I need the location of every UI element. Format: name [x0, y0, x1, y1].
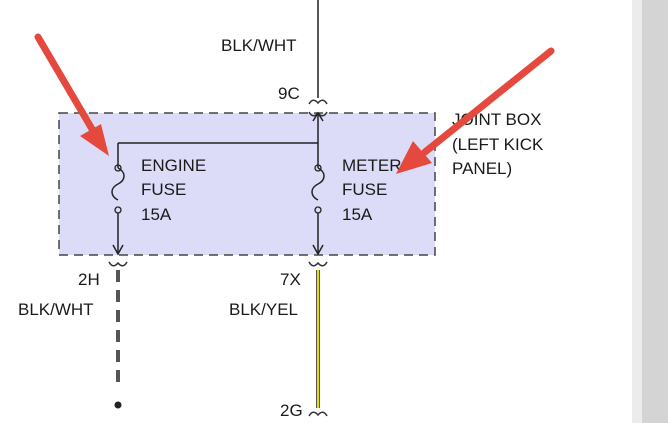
- wire-label-bottom: BLK/YEL: [229, 300, 298, 319]
- engine-fuse-arrow: [112, 244, 124, 256]
- connector-label-7x: 7X: [280, 270, 301, 289]
- meter-fuse-rating: 15A: [342, 205, 373, 224]
- connector-label-9c: 9C: [278, 84, 300, 103]
- meter-fuse-symbol: [311, 167, 325, 201]
- joint-box-label-line3: PANEL): [452, 159, 512, 178]
- connector-7x-symbol: [308, 261, 328, 267]
- page-border-shadow: [642, 0, 668, 423]
- top-bus-arrow: [312, 111, 324, 122]
- wire-dot: [114, 401, 122, 409]
- connector-2h-symbol: [108, 261, 128, 267]
- meter-fuse-name: METER: [342, 156, 402, 175]
- engine-fuse-symbol: [111, 167, 125, 201]
- joint-box-label-line2: (LEFT KICK: [452, 135, 544, 154]
- connector-label-2g: 2G: [280, 401, 303, 420]
- annotation-arrow-left: [34, 33, 109, 156]
- meter-fuse-terminal: [314, 164, 322, 172]
- connector-label-2h: 2H: [78, 270, 100, 289]
- engine-fuse-name: ENGINE: [141, 156, 206, 175]
- wire-label-left: BLK/WHT: [18, 300, 94, 319]
- engine-fuse-rating: 15A: [141, 205, 172, 224]
- engine-fuse-terminal: [114, 164, 122, 172]
- meter-fuse-arrow: [312, 244, 324, 256]
- engine-fuse-type: FUSE: [141, 180, 186, 199]
- wire-label-top: BLK/WHT: [221, 36, 297, 55]
- connector-9c-symbol: [308, 99, 328, 105]
- page-border: [632, 0, 642, 423]
- connector-2g-symbol: [308, 411, 328, 417]
- joint-box: [58, 112, 436, 256]
- meter-fuse-type: FUSE: [342, 180, 387, 199]
- annotation-arrow-right: [396, 47, 555, 174]
